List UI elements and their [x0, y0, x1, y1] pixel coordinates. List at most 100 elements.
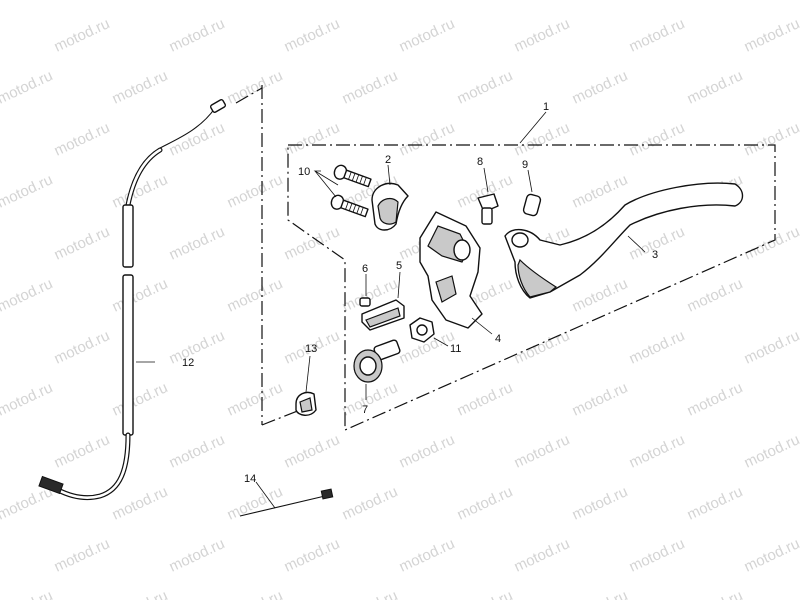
part-12-clutch-cable [38, 99, 227, 501]
watermark-text-23: motod.ru [52, 119, 113, 159]
watermark-text-40: motod.ru [282, 223, 343, 263]
watermark-text-2: motod.ru [225, 0, 286, 4]
watermark-text-88: motod.ru [627, 535, 688, 575]
part-2-clamp [371, 164, 409, 231]
callout-11: 11 [450, 343, 461, 355]
watermark-text-47: motod.ru [225, 275, 286, 315]
watermark-text-65: motod.ru [570, 379, 631, 419]
callout-4: 4 [495, 333, 501, 345]
watermark-text-54: motod.ru [167, 327, 228, 367]
watermark-text-29: motod.ru [742, 119, 800, 159]
part-9-sleeve [522, 169, 542, 217]
callout-7: 7 [362, 404, 368, 416]
watermark-text-64: motod.ru [455, 379, 516, 419]
watermark-text-18: motod.ru [340, 67, 401, 107]
watermark-text-89: motod.ru [742, 535, 800, 575]
part-14-cable-tie [239, 481, 334, 517]
leader-1 [519, 111, 547, 144]
watermark-text-72: motod.ru [512, 431, 573, 471]
watermark-text-86: motod.ru [397, 535, 458, 575]
watermark-text-91: motod.ru [110, 587, 171, 600]
watermark-text-95: motod.ru [570, 587, 631, 600]
watermark-text-38: motod.ru [52, 223, 113, 263]
watermark-text-90: motod.ru [0, 587, 55, 600]
watermark-text-84: motod.ru [167, 535, 228, 575]
watermark-text-12: motod.ru [512, 15, 573, 55]
watermark-text-8: motod.ru [52, 15, 113, 55]
watermark-text-68: motod.ru [52, 431, 113, 471]
watermark-text-87: motod.ru [512, 535, 573, 575]
callout-labels: 1 2 3 4 5 6 7 8 9 10 11 12 13 14 [182, 101, 658, 485]
assembly-boundary [235, 85, 776, 431]
part-13-lock-ring [295, 355, 317, 416]
watermark-text-62: motod.ru [225, 379, 286, 419]
watermark-text-19: motod.ru [455, 67, 516, 107]
part-5-switch-bracket [361, 271, 405, 331]
watermark-text-53: motod.ru [52, 327, 113, 367]
watermark-text-3: motod.ru [340, 0, 401, 4]
watermark-text-79: motod.ru [455, 483, 516, 523]
watermark-text-74: motod.ru [742, 431, 800, 471]
watermark-text-32: motod.ru [225, 171, 286, 211]
watermark-text-10: motod.ru [282, 15, 343, 55]
watermark-text-31: motod.ru [110, 171, 171, 211]
watermark-text-71: motod.ru [397, 431, 458, 471]
watermark-text-17: motod.ru [225, 67, 286, 107]
watermark-text-50: motod.ru [570, 275, 631, 315]
callout-10: 10 [298, 166, 310, 178]
callout-5: 5 [396, 260, 402, 272]
part-8-pivot-bolt [477, 167, 499, 225]
watermark-text-69: motod.ru [167, 431, 228, 471]
watermark-text-27: motod.ru [512, 119, 573, 159]
part-10-screws [313, 164, 372, 218]
watermark-text-44: motod.ru [742, 223, 800, 263]
watermark-text-92: motod.ru [225, 587, 286, 600]
callout-8: 8 [477, 156, 483, 168]
watermark-text-66: motod.ru [685, 379, 746, 419]
watermark-text-15: motod.ru [0, 67, 55, 107]
part-3-clutch-lever [504, 182, 744, 299]
part-7-adjuster [353, 339, 401, 400]
watermark-text-60: motod.ru [0, 379, 55, 419]
watermark-text-80: motod.ru [570, 483, 631, 523]
watermark-text-96: motod.ru [685, 587, 746, 600]
callout-1: 1 [543, 101, 549, 113]
watermark-text-26: motod.ru [397, 119, 458, 159]
part-4-lever-holder [419, 211, 493, 335]
watermark-text-46: motod.ru [110, 275, 171, 315]
watermark-text-9: motod.ru [167, 15, 228, 55]
watermark-text-6: motod.ru [685, 0, 746, 4]
watermark-text-76: motod.ru [110, 483, 171, 523]
watermark-text-58: motod.ru [627, 327, 688, 367]
watermark-text-70: motod.ru [282, 431, 343, 471]
watermark-text-85: motod.ru [282, 535, 343, 575]
watermark-text-28: motod.ru [627, 119, 688, 159]
watermark-text-1: motod.ru [110, 0, 171, 4]
watermark-text-83: motod.ru [52, 535, 113, 575]
callout-13: 13 [305, 343, 317, 355]
watermark-text-25: motod.ru [282, 119, 343, 159]
watermark-text-61: motod.ru [110, 379, 171, 419]
callout-2: 2 [385, 154, 391, 166]
watermark-text-14: motod.ru [742, 15, 800, 55]
watermark-text-21: motod.ru [685, 67, 746, 107]
watermark-text-73: motod.ru [627, 431, 688, 471]
watermark-text-77: motod.ru [225, 483, 286, 523]
watermark-text-13: motod.ru [627, 15, 688, 55]
watermark-text-16: motod.ru [110, 67, 171, 107]
watermark-text-4: motod.ru [455, 0, 516, 4]
watermark-text-81: motod.ru [685, 483, 746, 523]
watermark-text-0: motod.ru [0, 0, 55, 4]
watermark-text-51: motod.ru [685, 275, 746, 315]
watermark-text-30: motod.ru [0, 171, 55, 211]
callout-6: 6 [362, 263, 368, 275]
callout-9: 9 [522, 159, 528, 171]
callout-14: 14 [244, 473, 256, 485]
watermark-text-20: motod.ru [570, 67, 631, 107]
watermark-text-78: motod.ru [340, 483, 401, 523]
watermark-text-63: motod.ru [340, 379, 401, 419]
watermark-text-59: motod.ru [742, 327, 800, 367]
watermark-text-35: motod.ru [570, 171, 631, 211]
